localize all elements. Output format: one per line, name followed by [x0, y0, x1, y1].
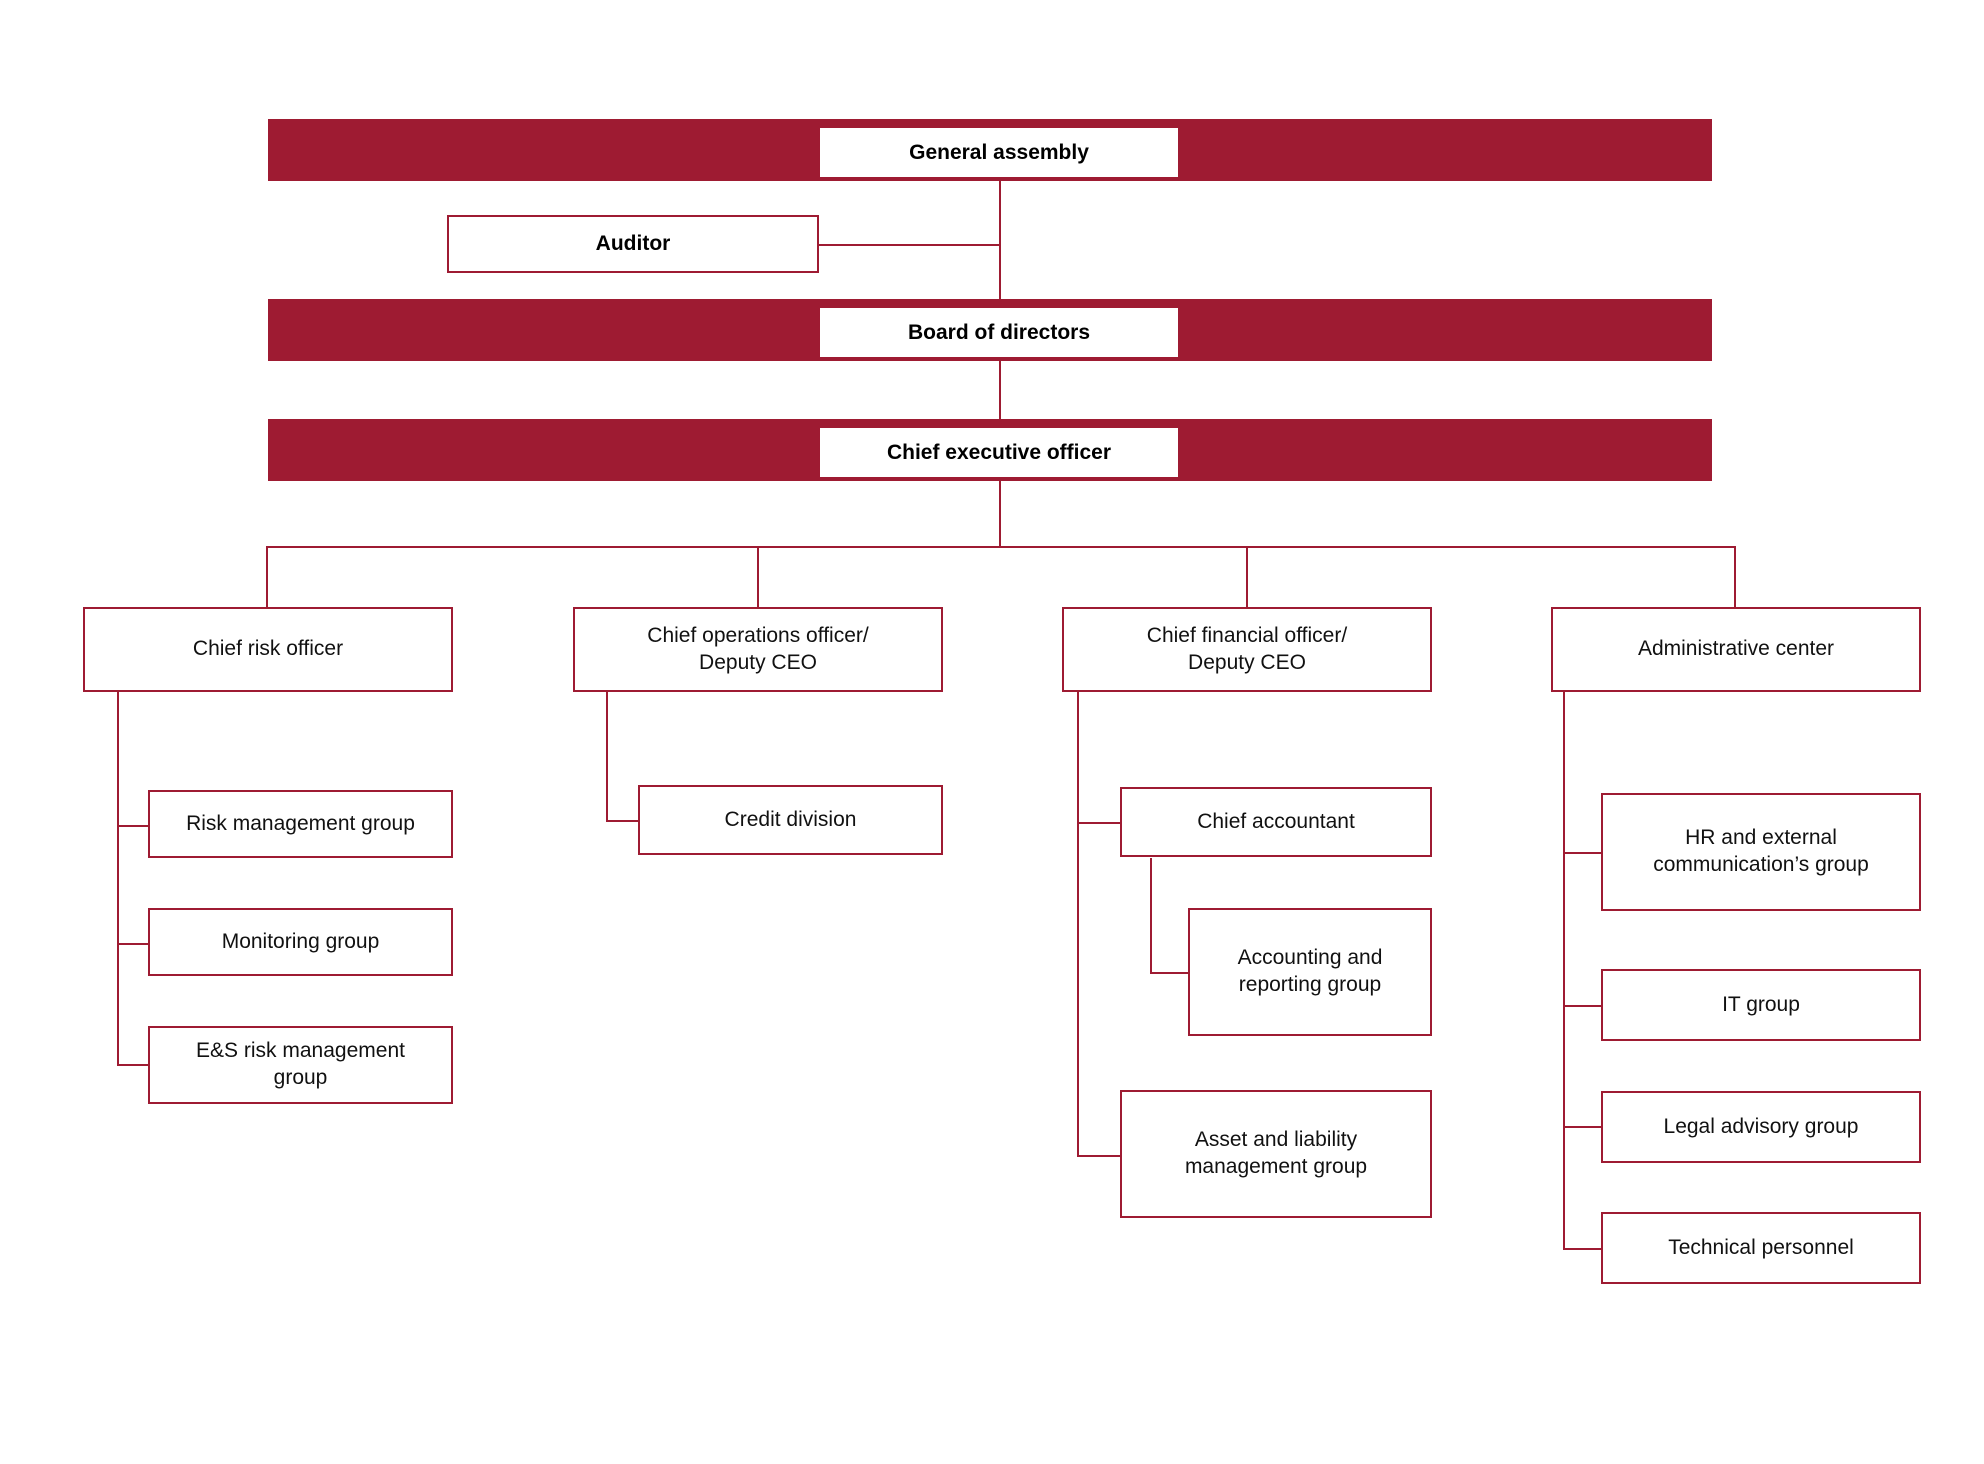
node-administrative-center[interactable]: Administrative center [1551, 607, 1921, 692]
drop-chief-risk-officer [266, 546, 268, 608]
drop-administrative-center [1734, 546, 1736, 608]
connector-coo-credit-division [606, 820, 639, 822]
spine-chief-risk-officer [117, 690, 119, 1066]
node-chief-accountant[interactable]: Chief accountant [1120, 787, 1432, 857]
node-es-risk-management-group[interactable]: E&S risk management group [148, 1026, 453, 1104]
connector-cro-es-risk-management-group [117, 1064, 150, 1066]
node-risk-management-group[interactable]: Risk management group [148, 790, 453, 858]
drop-chief-financial-officer [1246, 546, 1248, 608]
node-technical-personnel[interactable]: Technical personnel [1601, 1212, 1921, 1284]
node-legal-advisory-group[interactable]: Legal advisory group [1601, 1091, 1921, 1163]
connector-auditor-to-spine [818, 244, 1001, 246]
spine-chief-financial-officer [1077, 690, 1079, 1157]
connector-accountant-accounting-reporting-group [1150, 972, 1189, 974]
spine-chief-accountant [1150, 858, 1152, 974]
spine-chief-operations-officer [606, 690, 608, 822]
drop-chief-operations-officer [757, 546, 759, 608]
connector-assembly-to-board [999, 181, 1001, 301]
connector-cro-risk-management-group [117, 825, 150, 827]
connector-cfo-asset-liability-group [1077, 1155, 1121, 1157]
connector-admin-it-group [1563, 1005, 1602, 1007]
node-accounting-and-reporting-group[interactable]: Accounting and reporting group [1188, 908, 1432, 1036]
node-asset-and-liability-management-group[interactable]: Asset and liability management group [1120, 1090, 1432, 1218]
node-chief-financial-officer[interactable]: Chief financial officer/ Deputy CEO [1062, 607, 1432, 692]
node-hr-and-external-communications-group[interactable]: HR and external communication’s group [1601, 793, 1921, 911]
node-general-assembly[interactable]: General assembly [818, 126, 1180, 179]
node-chief-operations-officer[interactable]: Chief operations officer/ Deputy CEO [573, 607, 943, 692]
spine-administrative-center [1563, 690, 1565, 1250]
node-board-of-directors[interactable]: Board of directors [818, 306, 1180, 359]
distribution-bus [266, 546, 1736, 548]
connector-ceo-to-bus [999, 481, 1001, 547]
connector-admin-hr-group [1563, 852, 1602, 854]
node-chief-risk-officer[interactable]: Chief risk officer [83, 607, 453, 692]
node-auditor[interactable]: Auditor [447, 215, 819, 273]
node-it-group[interactable]: IT group [1601, 969, 1921, 1041]
connector-board-to-ceo [999, 361, 1001, 419]
connector-cro-monitoring-group [117, 943, 150, 945]
connector-admin-technical-personnel [1563, 1248, 1602, 1250]
node-monitoring-group[interactable]: Monitoring group [148, 908, 453, 976]
connector-cfo-chief-accountant [1077, 822, 1121, 824]
connector-admin-legal-advisory-group [1563, 1126, 1602, 1128]
node-credit-division[interactable]: Credit division [638, 785, 943, 855]
node-chief-executive-officer[interactable]: Chief executive officer [818, 426, 1180, 479]
